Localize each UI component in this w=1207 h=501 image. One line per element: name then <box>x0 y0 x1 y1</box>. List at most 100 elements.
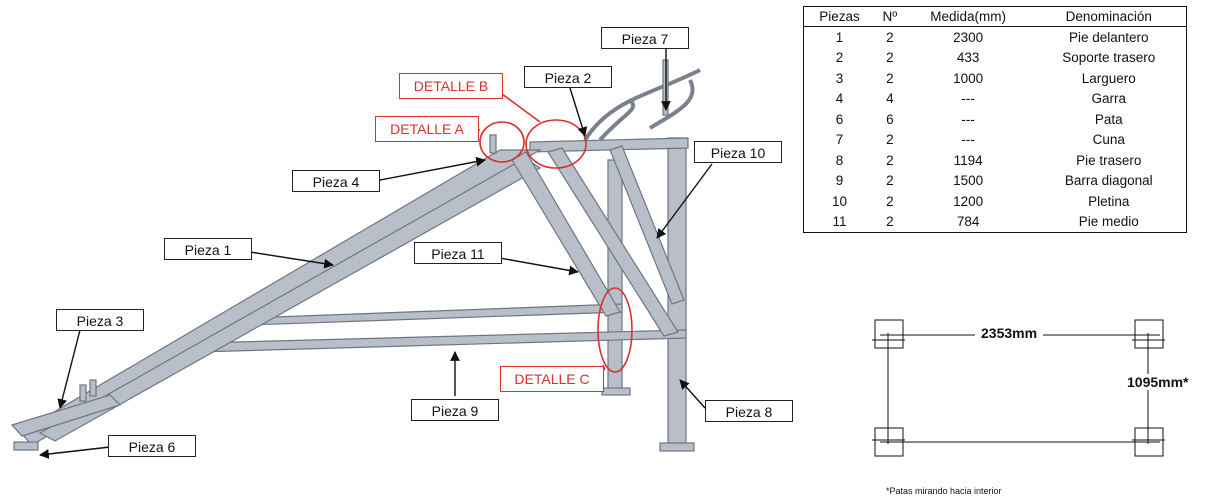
plan-square-tl <box>874 319 904 349</box>
cell-pieza: 2 <box>835 50 844 66</box>
cell-denominacion: Pie medio <box>1078 214 1139 230</box>
cell-numero: 2 <box>886 70 894 86</box>
cell-numero: 2 <box>886 50 894 66</box>
arrow-pieza3 <box>57 329 81 409</box>
label-pieza7: Pieza 7 <box>601 27 689 49</box>
plan-square-tr <box>1134 319 1164 349</box>
detail-c-circle <box>597 287 633 373</box>
diagonal-front <box>547 147 679 337</box>
cell-numero: 2 <box>886 29 894 45</box>
cell-numero: 6 <box>886 111 894 127</box>
parts-table-header: Piezas Nº Medida(mm) Denominación <box>803 6 1187 27</box>
arrow-pieza11 <box>493 256 579 276</box>
cell-numero: 2 <box>886 173 894 189</box>
detail-c-label: DETALLE C <box>500 366 604 392</box>
cell-denominacion: Pletina <box>1088 193 1130 209</box>
cell-pieza: 11 <box>832 214 847 230</box>
leader-arrows <box>39 49 713 459</box>
arrow-pieza10 <box>656 163 713 239</box>
detail-a-label: DETALLE A <box>375 116 479 142</box>
diagonal-pletina <box>609 145 685 305</box>
cuna-rail-2 <box>598 98 636 142</box>
cell-medida: 2300 <box>953 29 984 45</box>
upper-bar <box>247 303 623 326</box>
foot-pieza6 <box>13 441 39 451</box>
cell-pieza: 3 <box>835 70 844 86</box>
cell-denominacion: Garra <box>1091 91 1126 107</box>
second-rail <box>38 157 542 442</box>
garra-top <box>489 134 497 154</box>
cell-denominacion: Soporte trasero <box>1062 50 1156 66</box>
arrow-pieza1 <box>249 251 334 269</box>
cell-medida: 1500 <box>953 173 984 189</box>
cell-pieza: 4 <box>835 91 844 107</box>
cell-numero: 2 <box>886 132 894 148</box>
detail-b-label: DETALLE B <box>399 73 503 99</box>
label-pieza3: Pieza 3 <box>56 309 144 331</box>
arrow-pieza8 <box>679 379 706 409</box>
cell-medida: --- <box>961 132 975 148</box>
label-pieza4: Pieza 4 <box>292 170 380 192</box>
detail-c-leader <box>602 364 606 371</box>
table-row: 1 2 2300 Pie delantero <box>804 27 1187 48</box>
header-denominacion: Denominación <box>1031 6 1187 27</box>
arrow-pieza6 <box>39 446 111 459</box>
top-rail <box>529 137 689 153</box>
arrow-pieza4 <box>379 156 486 181</box>
label-pieza1: Pieza 1 <box>164 238 252 260</box>
parts-table: Piezas Nº Medida(mm) Denominación 1 2 2300… <box>803 6 1187 233</box>
cell-pieza: 8 <box>835 152 844 168</box>
cell-numero: 2 <box>886 152 894 168</box>
label-pieza9: Pieza 9 <box>411 399 499 421</box>
table-row: 3 2 1000 Larguero <box>804 68 1187 89</box>
cell-denominacion: Larguero <box>1081 70 1136 86</box>
garra-right <box>89 379 97 397</box>
cell-numero: 2 <box>886 214 894 230</box>
table-row: 11 2 784 Pie medio <box>804 212 1187 233</box>
label-pieza11: Pieza 11 <box>414 242 502 264</box>
cell-medida: 433 <box>956 50 980 66</box>
footprint-note: *Patas mirando hacia interior <box>886 486 1002 496</box>
label-pieza2: Pieza 2 <box>524 66 612 88</box>
footprint-plan <box>872 319 1165 457</box>
cell-denominacion: Cuna <box>1092 132 1125 148</box>
cell-denominacion: Pie trasero <box>1076 152 1142 168</box>
cell-medida: 1200 <box>953 193 984 209</box>
header-medida: Medida(mm) <box>904 6 1032 27</box>
depth-dimension: 1095mm* <box>1125 374 1191 390</box>
table-row: 10 2 1200 Pletina <box>804 191 1187 212</box>
cell-numero: 2 <box>886 193 894 209</box>
table-row: 9 2 1500 Barra diagonal <box>804 171 1187 192</box>
garra-left <box>79 384 87 402</box>
cell-denominacion: Barra diagonal <box>1064 173 1153 189</box>
cell-medida: 1000 <box>953 70 984 86</box>
detail-a-circle <box>479 121 525 163</box>
label-pieza10: Pieza 10 <box>694 141 782 163</box>
cell-pieza: 9 <box>835 173 844 189</box>
cell-denominacion: Pie delantero <box>1068 29 1149 45</box>
middle-leg-foot <box>601 387 631 396</box>
cell-pieza: 1 <box>835 29 844 45</box>
larguero <box>10 394 122 437</box>
cell-medida: --- <box>961 91 975 107</box>
cell-pieza: 7 <box>835 132 844 148</box>
cell-medida: 1194 <box>953 152 983 168</box>
table-row: 8 2 1194 Pie trasero <box>804 150 1187 171</box>
table-row: 4 4 --- Garra <box>804 89 1187 110</box>
cuna-rail-1 <box>583 68 701 142</box>
solar-frame <box>10 59 701 452</box>
arrow-pieza2 <box>569 87 588 137</box>
cell-denominacion: Pata <box>1094 111 1123 127</box>
diagonal-pieza11 <box>511 151 621 317</box>
header-piezas: Piezas <box>803 6 876 27</box>
cell-medida: 784 <box>956 214 980 230</box>
cell-medida: --- <box>961 111 975 127</box>
table-row: 7 2 --- Cuna <box>804 130 1187 151</box>
label-pieza6: Pieza 6 <box>108 435 196 457</box>
cell-numero: 4 <box>886 91 894 107</box>
cell-pieza: 10 <box>832 193 848 209</box>
detail-b-circle <box>525 119 587 169</box>
middle-leg <box>607 159 623 391</box>
